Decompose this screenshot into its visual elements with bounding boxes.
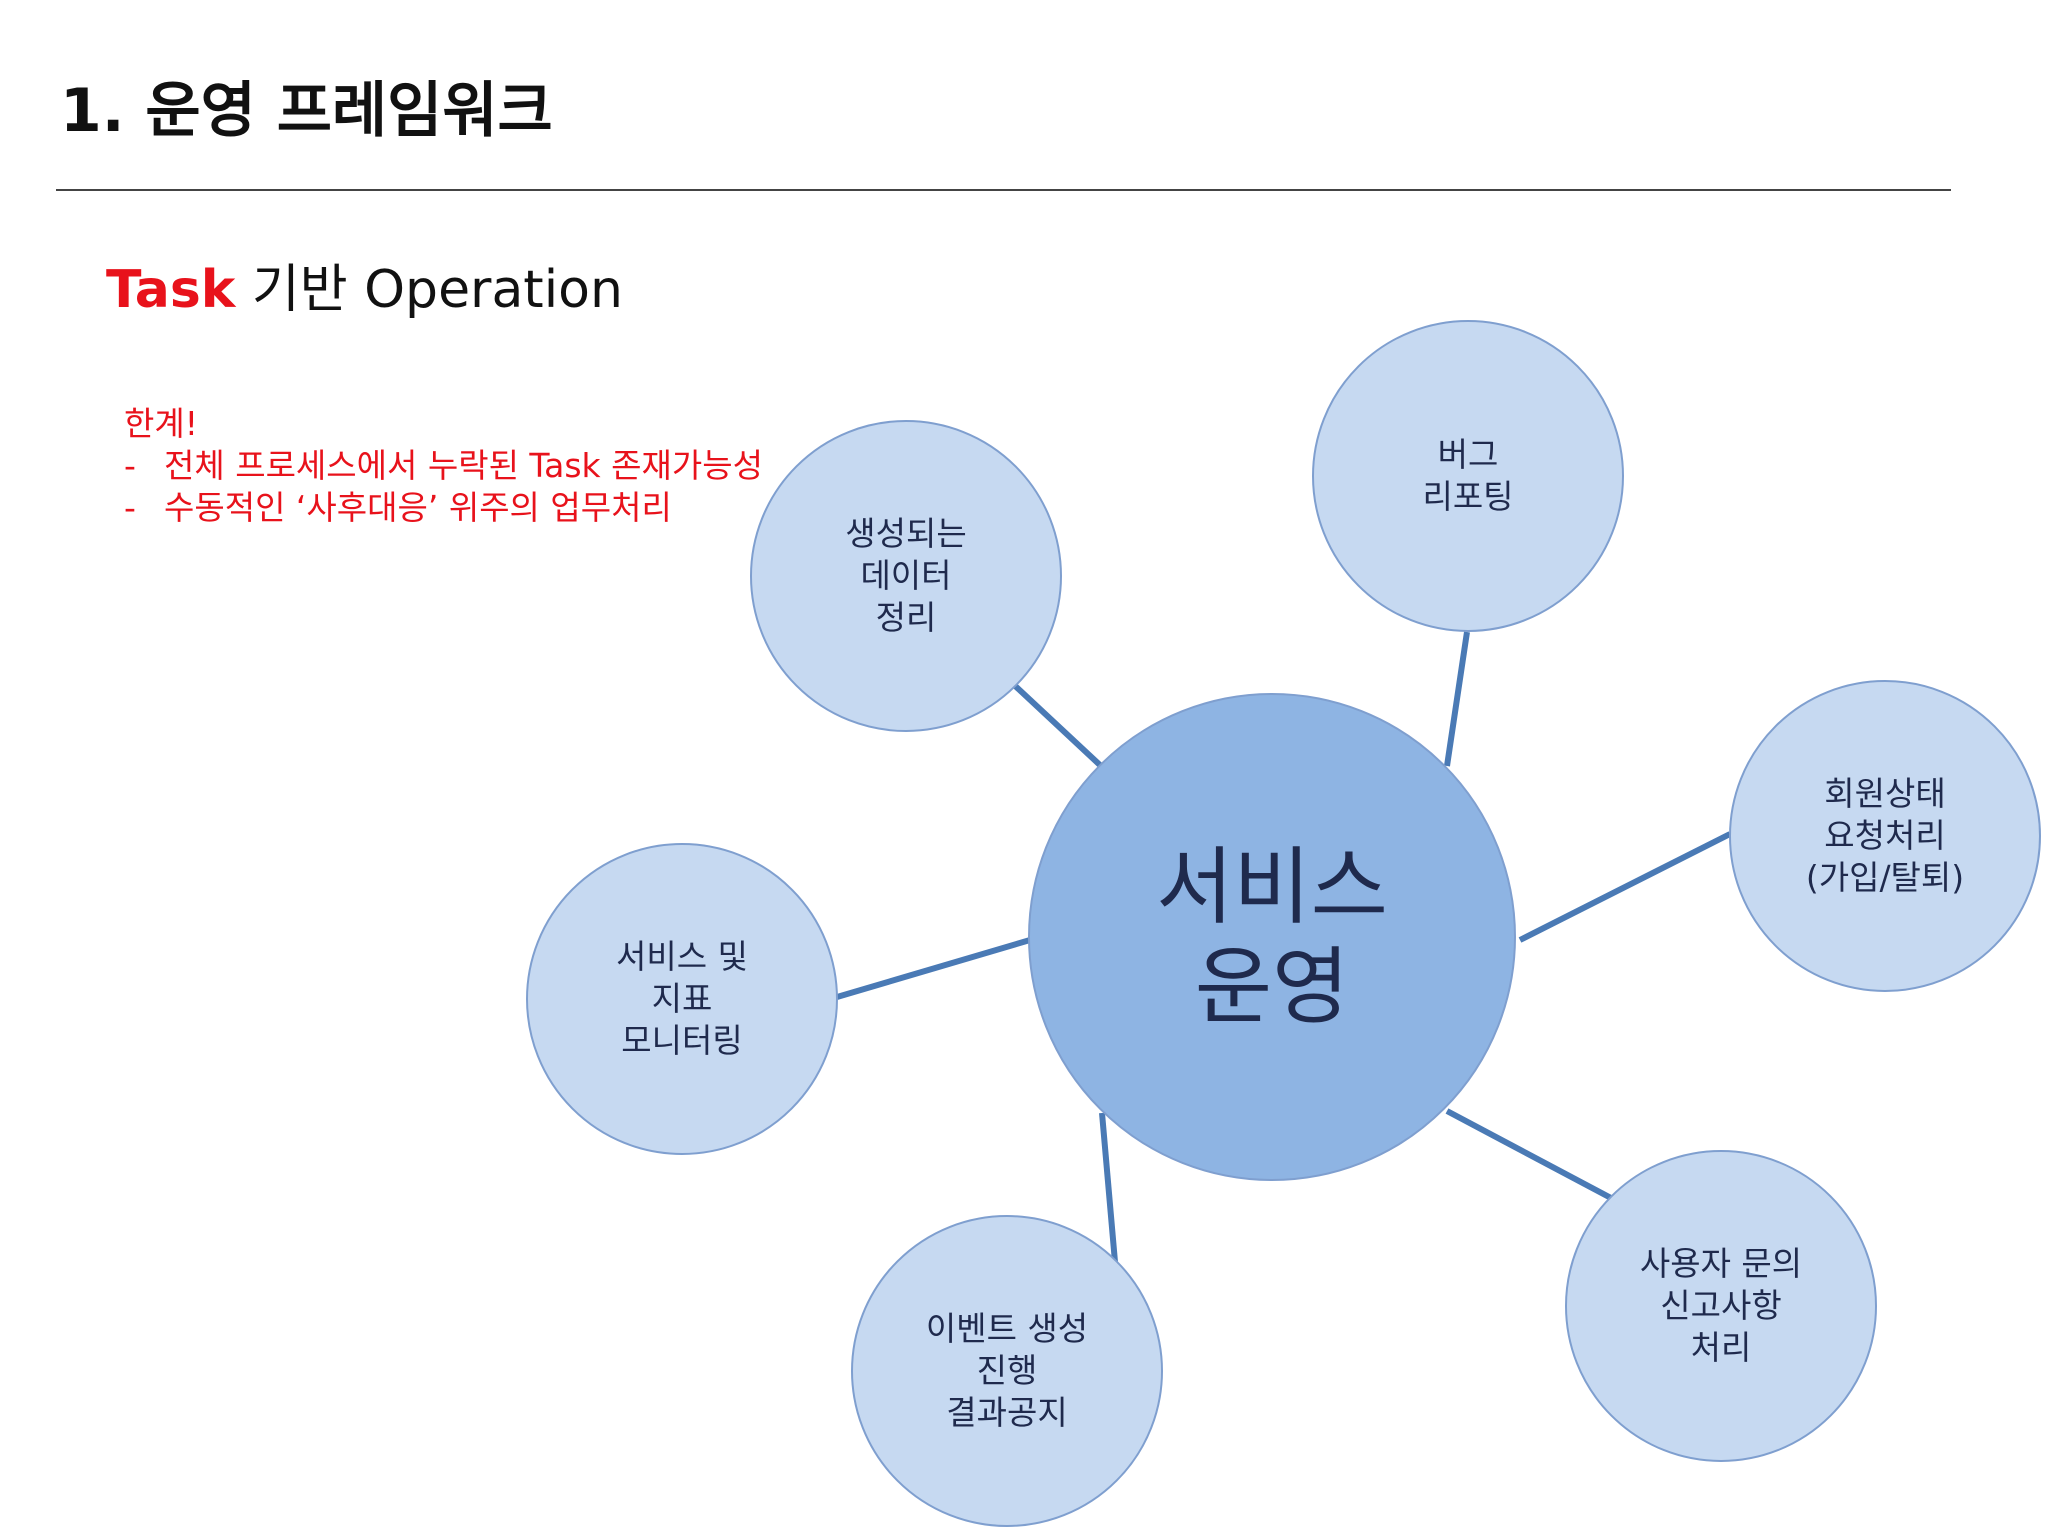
section-subtitle: Task 기반 Operation	[106, 260, 623, 320]
node-label-user-inquiry: 사용자 문의 신고사항 처리	[1639, 1244, 1803, 1367]
node-label-bug-report: 버그 리포팅	[1422, 435, 1514, 516]
connector-bug-report	[1444, 631, 1470, 767]
bullet-dash: -	[124, 488, 136, 527]
subtitle-rest: 기반 Operation	[235, 260, 623, 320]
node-circle-monitoring	[526, 843, 838, 1155]
subtitle-accent: Task	[106, 260, 236, 320]
connector-event	[1099, 1112, 1118, 1263]
node-circle-event	[851, 1215, 1163, 1527]
connector-member-status	[1518, 831, 1732, 943]
limitations-heading: 한계!	[124, 404, 198, 443]
node-circle-bug-report	[1312, 320, 1624, 632]
limitation-text: 수동적인 ‘사후대응’ 위주의 업무처리	[164, 488, 672, 527]
page-title: 1. 운영 프레임워크	[60, 76, 553, 146]
center-node-circle	[1028, 693, 1516, 1181]
bullet-dash: -	[124, 446, 136, 485]
connector-user-inquiry	[1445, 1108, 1613, 1201]
node-label-data-cleanup: 생성되는 데이터 정리	[845, 514, 967, 637]
node-circle-user-inquiry	[1565, 1150, 1877, 1462]
node-label-event: 이벤트 생성 진행 결과공지	[925, 1309, 1089, 1432]
connector-monitoring	[836, 937, 1031, 1000]
limitation-text: 전체 프로세스에서 누락된 Task 존재가능성	[164, 446, 763, 485]
center-node-label: 서비스 운영	[1156, 838, 1388, 1036]
limitation-item: - 전체 프로세스에서 누락된 Task 존재가능성	[124, 445, 763, 487]
node-label-member-status: 회원상태 요청처리 (가입/탈퇴)	[1805, 774, 1965, 897]
limitation-item: - 수동적인 ‘사후대응’ 위주의 업무처리	[124, 487, 763, 529]
title-divider	[56, 189, 1951, 191]
node-circle-member-status	[1729, 680, 2041, 992]
node-circle-data-cleanup	[750, 420, 1062, 732]
connector-data-cleanup	[1008, 679, 1104, 769]
node-label-monitoring: 서비스 및 지표 모니터링	[616, 937, 748, 1060]
limitations-note: 한계! - 전체 프로세스에서 누락된 Task 존재가능성 - 수동적인 ‘사…	[124, 403, 763, 529]
